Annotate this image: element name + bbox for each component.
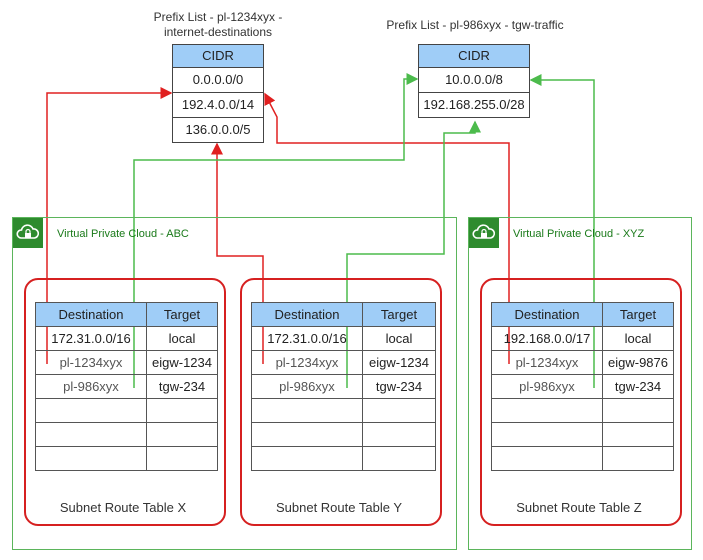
table-row [251, 398, 436, 423]
vpc-label-abc: Virtual Private Cloud - ABC [57, 228, 189, 240]
green-connector-x [133, 73, 419, 388]
target-cell: tgw-234 [146, 374, 218, 399]
target-cell: eigw-9876 [602, 350, 674, 375]
route-table-x-box [24, 278, 226, 526]
prefix-list-table-2: CIDR 10.0.0.0/8 192.168.255.0/28 [418, 44, 530, 118]
red-connector-x [46, 87, 173, 364]
table-row [491, 446, 674, 471]
destination-cell: 192.168.0.0/17 [491, 326, 603, 351]
destination-cell: pl-1234xyx [35, 350, 147, 375]
route-table-z-caption: Subnet Route Table Z [516, 500, 642, 515]
cidr-row: 136.0.0.0/5 [185, 122, 251, 137]
destination-cell [491, 398, 603, 423]
destination-cell: 172.31.0.0/16 [251, 326, 363, 351]
prefix-list-title-2: Prefix List - pl-986xyx - tgw-traffic [368, 18, 582, 33]
cidr-row: 192.4.0.0/14 [173, 93, 263, 118]
target-header: Target [602, 302, 674, 327]
target-cell [362, 398, 436, 423]
target-cell: local [362, 326, 436, 351]
table-row [251, 446, 436, 471]
target-header: Target [362, 302, 436, 327]
destination-header: Destination [491, 302, 603, 327]
table-row [35, 398, 218, 423]
route-table-y-box [240, 278, 442, 526]
cidr-row: 0.0.0.0/0 [173, 68, 263, 93]
target-cell [602, 398, 674, 423]
destination-cell [35, 446, 147, 471]
table-row [35, 446, 218, 471]
destination-cell [35, 422, 147, 447]
destination-cell [251, 398, 363, 423]
cidr-row: 192.168.255.0/28 [423, 97, 525, 112]
route-table-x-caption: Subnet Route Table X [59, 500, 187, 515]
vpc-abc: Virtual Private Cloud - ABC [12, 217, 457, 550]
target-cell: eigw-1234 [362, 350, 436, 375]
prefix-list-table-1: CIDR 0.0.0.0/0 192.4.0.0/14 136.0.0.0/5 [172, 44, 264, 143]
destination-cell: pl-986xyx [35, 374, 147, 399]
destination-cell: pl-986xyx [251, 374, 363, 399]
cidr-header: CIDR [419, 45, 529, 68]
table-row [35, 422, 218, 447]
destination-cell: pl-1234xyx [491, 350, 603, 375]
green-connector-z [529, 74, 595, 388]
vpc-xyz: Virtual Private Cloud - XYZ [468, 217, 692, 550]
red-connector-z [264, 92, 510, 364]
prefix-list-1-title-line1: Prefix List - pl-1234xyx - [153, 10, 283, 24]
green-connector-y [346, 120, 481, 388]
route-table-y-caption: Subnet Route Table Y [275, 500, 402, 515]
destination-cell [35, 398, 147, 423]
cloud-lock-icon [13, 218, 43, 248]
destination-cell: pl-1234xyx [251, 350, 363, 375]
target-cell: eigw-1234 [146, 350, 218, 375]
target-cell [602, 446, 674, 471]
target-cell [146, 398, 218, 423]
cidr-header: CIDR [173, 45, 263, 68]
route-table-z-box [480, 278, 682, 526]
destination-cell: 172.31.0.0/16 [35, 326, 147, 351]
target-cell: local [602, 326, 674, 351]
table-row [491, 422, 674, 447]
vpc-label-xyz: Virtual Private Cloud - XYZ [513, 228, 645, 240]
destination-header: Destination [35, 302, 147, 327]
destination-header: Destination [251, 302, 363, 327]
cloud-lock-icon [469, 218, 499, 248]
destination-cell: pl-986xyx [491, 374, 603, 399]
target-header: Target [146, 302, 218, 327]
target-cell [362, 446, 436, 471]
table-row [251, 422, 436, 447]
cidr-row: 10.0.0.0/8 [419, 68, 529, 93]
prefix-list-title-1: Prefix List - pl-1234xyx - internet-dest… [130, 10, 306, 40]
target-cell [362, 422, 436, 447]
target-cell: local [146, 326, 218, 351]
destination-cell [491, 422, 603, 447]
target-cell [146, 446, 218, 471]
table-row [491, 398, 674, 423]
target-cell [146, 422, 218, 447]
destination-cell [491, 446, 603, 471]
destination-cell [251, 422, 363, 447]
target-cell [602, 422, 674, 447]
prefix-list-1-title-line2: internet-destinations [163, 25, 273, 39]
target-cell: tgw-234 [602, 374, 674, 399]
target-cell: tgw-234 [362, 374, 436, 399]
prefix-list-2-title-line1: Prefix List - pl-986xyx - tgw-traffic [386, 18, 564, 32]
destination-cell [251, 446, 363, 471]
